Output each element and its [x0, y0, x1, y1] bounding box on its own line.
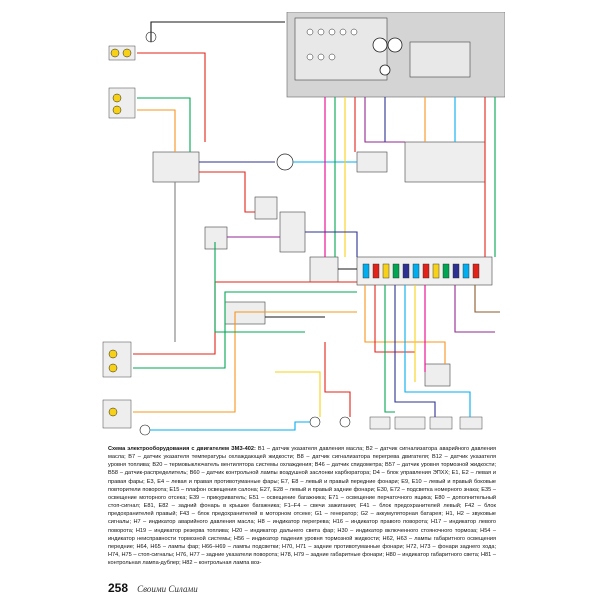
lamp-icon	[108, 349, 118, 359]
gauge-icon	[372, 37, 388, 53]
page-number: 258	[108, 581, 129, 595]
magazine-logo: Своими Силами	[137, 584, 198, 594]
front-lamps-top	[108, 31, 157, 119]
lamp-icon	[108, 363, 118, 373]
gauge-icon	[379, 64, 391, 76]
instrument-panel	[286, 12, 505, 98]
bottom-connectors	[309, 416, 483, 430]
caption-body: В1 – датчик указателя давления масла; В2…	[108, 446, 497, 567]
lamp-icon	[112, 105, 122, 115]
page-footer: 258 Своими Силами	[108, 577, 508, 595]
distributor-icon	[276, 153, 294, 171]
wires	[133, 21, 500, 431]
lamp-icon	[108, 407, 118, 417]
lamp-icon	[122, 48, 132, 58]
lamp-icon	[139, 424, 151, 436]
caption-title: Схема электрооборудования с двигателем З…	[108, 446, 256, 452]
diagram-caption: Схема электрооборудования с двигателем З…	[108, 445, 496, 567]
gauge-icon	[387, 37, 403, 53]
lamp-icon	[112, 93, 122, 103]
ignition-system	[152, 151, 339, 325]
lamp-icon	[110, 48, 120, 58]
wiring-diagram	[102, 12, 505, 436]
rear-lamps-bottom	[102, 341, 151, 436]
